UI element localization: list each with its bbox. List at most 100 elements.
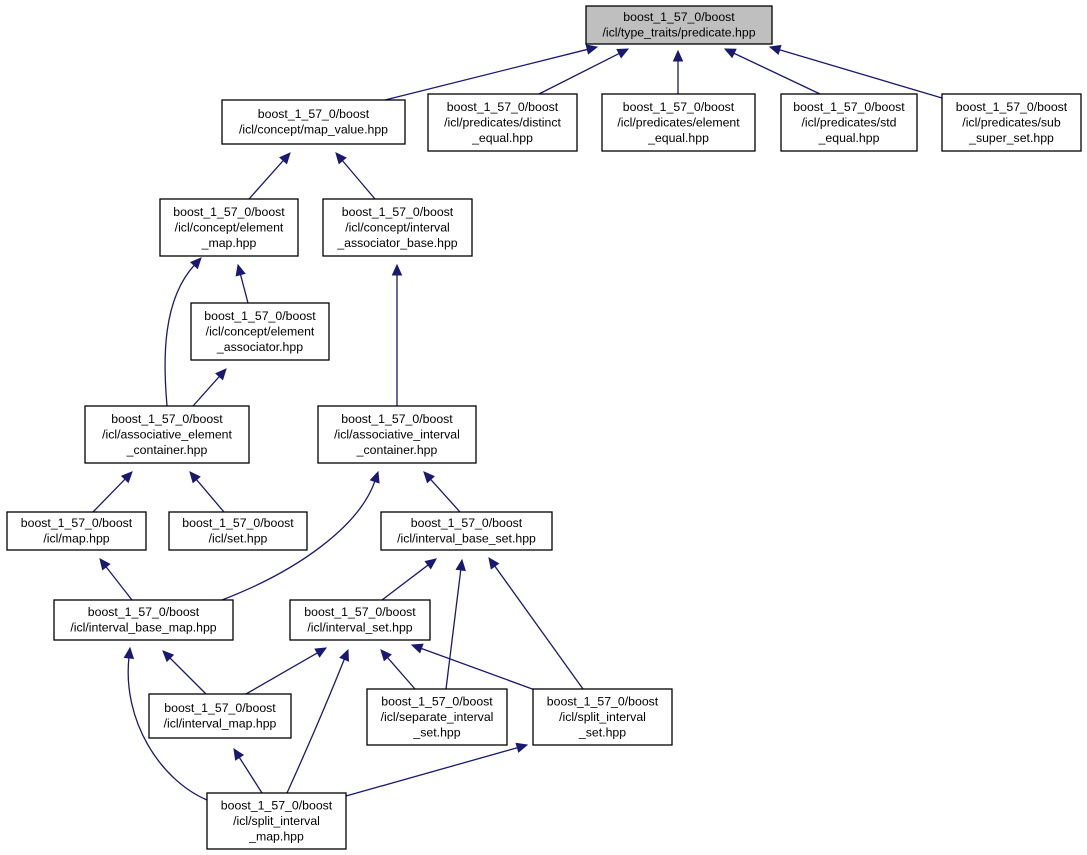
edge-line	[238, 756, 263, 794]
edge-split-interval-map-to-interval-set	[286, 648, 349, 794]
edge-split-interval-set-to-interval-base-set	[488, 557, 584, 690]
edge-line	[778, 48, 943, 99]
edge-element-associator-to-element-map	[235, 263, 249, 304]
node-interval-base-set[interactable]: boost_1_57_0/boost/icl/interval_base_set…	[380, 511, 553, 551]
node-label-line: /icl/map.hpp	[43, 532, 109, 546]
edge-line	[429, 478, 461, 513]
edge-interval-base-set-to-assoc-interval-container	[423, 471, 461, 513]
node-label-line: _set.hpp	[578, 725, 626, 739]
node-label-line: _container.hpp	[356, 443, 438, 457]
node-box	[532, 688, 673, 746]
edge-interval-map-to-interval-set	[245, 647, 328, 695]
node-box	[366, 688, 508, 746]
node-element-associator[interactable]: boost_1_57_0/boost/icl/concept/element_a…	[190, 302, 330, 361]
node-distinct-equal[interactable]: boost_1_57_0/boost/icl/predicates/distin…	[427, 93, 578, 152]
node-label-line: _map.hpp	[248, 829, 304, 843]
arrow-head-icon	[314, 647, 328, 658]
edge-line	[105, 565, 133, 601]
node-label-line: boost_1_57_0/boost	[182, 516, 294, 530]
node-label-line: _associator.hpp	[216, 340, 303, 354]
node-label-line: /icl/predicates/std	[801, 115, 896, 129]
edge-distinct-equal-to-predicate	[538, 48, 630, 95]
node-interval-associator-base[interactable]: boost_1_57_0/boost/icl/concept/interval_…	[322, 198, 473, 257]
edge-separate-interval-set-to-interval-base-set	[445, 558, 466, 690]
nodes-layer: boost_1_57_0/boost/icl/type_traits/predi…	[6, 5, 1082, 850]
arrow-head-icon	[162, 650, 175, 663]
node-label-line: /icl/associative_element	[102, 427, 232, 441]
arrow-head-icon	[380, 649, 392, 662]
node-box	[289, 599, 431, 641]
node-label-line: boost_1_57_0/boost	[88, 605, 200, 619]
edge-map-value-to-predicate	[384, 44, 599, 101]
edge-sub-super-set-to-predicate	[768, 44, 943, 99]
arrow-head-icon	[123, 646, 135, 660]
node-label-line: boost_1_57_0/boost	[342, 205, 454, 219]
arrow-head-icon	[723, 48, 737, 59]
node-map[interactable]: boost_1_57_0/boost/icl/map.hpp	[6, 511, 147, 551]
arrow-head-icon	[189, 471, 201, 484]
node-predicate[interactable]: boost_1_57_0/boost/icl/type_traits/predi…	[585, 5, 773, 45]
edge-element-equal-to-predicate	[672, 49, 684, 94]
edge-line	[341, 159, 376, 200]
arrow-head-icon	[189, 257, 202, 270]
edge-line	[381, 563, 430, 601]
node-label-line: _container.hpp	[126, 443, 208, 457]
node-label-line: boost_1_57_0/boost	[623, 10, 735, 24]
node-interval-set[interactable]: boost_1_57_0/boost/icl/interval_set.hpp	[289, 599, 431, 641]
node-split-interval-set[interactable]: boost_1_57_0/boost/icl/split_interval_se…	[532, 688, 673, 746]
node-label-line: _super_set.hpp	[968, 131, 1054, 145]
edge-assoc-element-container-to-element-associator	[192, 368, 227, 407]
node-label-line: /icl/concept/map_value.hpp	[239, 123, 388, 137]
arrow-head-icon	[233, 747, 245, 761]
node-separate-interval-set[interactable]: boost_1_57_0/boost/icl/separate_interval…	[366, 688, 508, 746]
edge-split-interval-map-to-interval-base-map	[123, 646, 208, 801]
node-assoc-interval-container[interactable]: boost_1_57_0/boost/icl/associative_inter…	[317, 405, 477, 464]
arrow-head-icon	[279, 152, 291, 165]
edge-map-to-assoc-element-container	[92, 471, 133, 513]
node-sub-super-set[interactable]: boost_1_57_0/boost/icl/predicates/sub_su…	[941, 93, 1082, 152]
node-element-map[interactable]: boost_1_57_0/boost/icl/concept/element_m…	[159, 198, 299, 257]
node-label-line: boost_1_57_0/boost	[111, 412, 223, 426]
node-std-equal[interactable]: boost_1_57_0/boost/icl/predicates/std_eq…	[780, 93, 918, 152]
node-label-line: boost_1_57_0/boost	[447, 100, 559, 114]
edge-line	[248, 159, 285, 200]
node-interval-map[interactable]: boost_1_57_0/boost/icl/interval_map.hpp	[148, 693, 292, 739]
edge-split-interval-map-to-interval-map	[233, 747, 263, 794]
node-split-interval-map[interactable]: boost_1_57_0/boost/icl/split_interval_ma…	[206, 792, 347, 850]
node-interval-base-map[interactable]: boost_1_57_0/boost/icl/interval_base_map…	[53, 599, 234, 641]
node-box	[427, 93, 578, 152]
node-label-line: boost_1_57_0/boost	[381, 694, 493, 708]
node-label-line: _equal.hpp	[471, 131, 533, 145]
node-label-line: /icl/split_interval	[559, 710, 646, 724]
node-box	[941, 93, 1082, 152]
node-label-line: boost_1_57_0/boost	[793, 100, 905, 114]
node-box	[317, 405, 477, 464]
arrow-head-icon	[616, 48, 630, 59]
node-assoc-element-container[interactable]: boost_1_57_0/boost/icl/associative_eleme…	[84, 405, 250, 464]
node-box	[148, 693, 292, 739]
node-box	[84, 405, 250, 464]
arrow-head-icon	[99, 558, 111, 571]
arrow-head-icon	[488, 557, 500, 570]
node-label-line: /icl/interval_base_set.hpp	[397, 532, 536, 546]
node-map-value[interactable]: boost_1_57_0/boost/icl/concept/map_value…	[221, 99, 406, 145]
arrow-head-icon	[120, 471, 133, 484]
edge-line	[538, 52, 621, 95]
edge-line	[384, 48, 589, 101]
arrow-head-icon	[455, 558, 466, 572]
node-label-line: /icl/set.hpp	[209, 532, 268, 546]
node-label-line: boost_1_57_0/boost	[341, 412, 453, 426]
node-box	[168, 511, 308, 551]
node-label-line: /icl/interval_map.hpp	[164, 717, 277, 731]
node-label-line: /icl/concept/element	[206, 324, 315, 338]
edge-line	[127, 656, 208, 801]
node-set[interactable]: boost_1_57_0/boost/icl/set.hpp	[168, 511, 308, 551]
arrow-head-icon	[424, 558, 437, 570]
node-element-equal[interactable]: boost_1_57_0/boost/icl/predicates/elemen…	[601, 93, 756, 152]
edge-split-interval-map-to-split-interval-set	[345, 742, 529, 797]
node-label-line: boost_1_57_0/boost	[21, 516, 133, 530]
arrow-head-icon	[369, 470, 380, 484]
edge-element-map-to-map-value	[248, 152, 291, 200]
arrow-head-icon	[215, 368, 227, 381]
arrow-head-icon	[515, 742, 529, 753]
